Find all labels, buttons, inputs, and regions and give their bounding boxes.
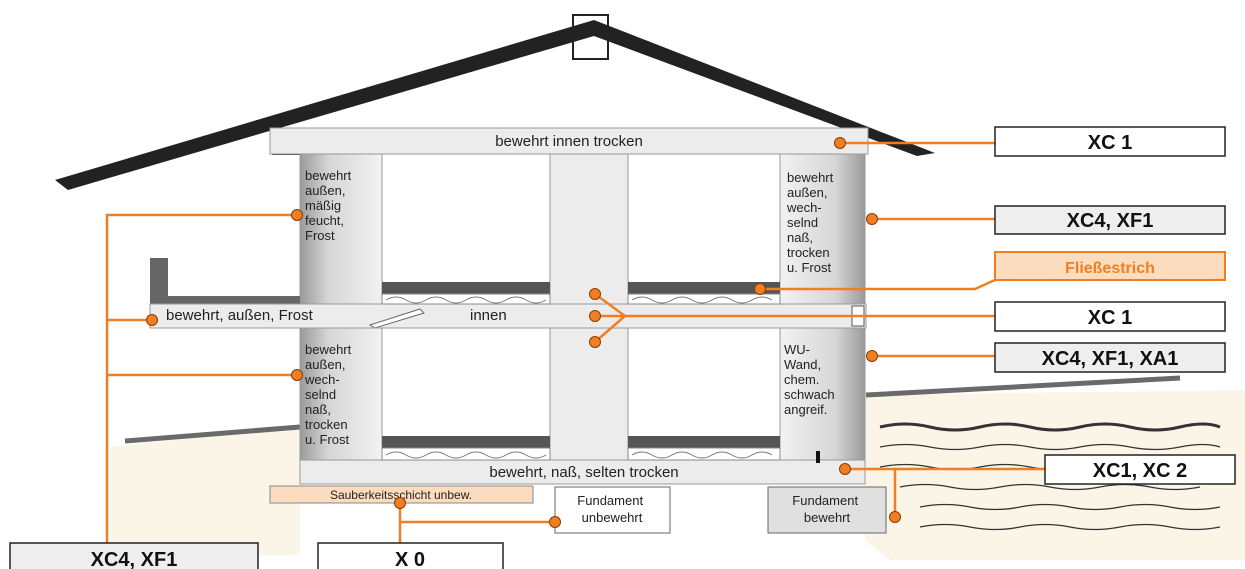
ground-line-left <box>124 424 301 444</box>
lower-left-wall-label: bewehrt außen, wech- selnd naß, trocken … <box>304 342 355 447</box>
callout-interior: XC 1 <box>1088 307 1132 329</box>
upper-left-wall <box>299 153 383 305</box>
balcony-upstand <box>150 258 168 304</box>
callout-unreinforced-box <box>317 542 504 569</box>
foundation-unreinforced <box>554 486 671 534</box>
screed-lower-left <box>381 436 551 461</box>
balcony-slab-label: bewehrt, außen, Frost <box>166 307 314 324</box>
screed-upper-right <box>627 282 781 305</box>
mid-slab-inner-label: innen <box>470 307 507 324</box>
ground-left <box>110 427 300 555</box>
roof-right <box>594 20 935 156</box>
blinding-layer-label: Sauberkeitsschicht unbew. <box>330 488 472 502</box>
callout-exterior-left-box <box>9 542 259 569</box>
groundwater-waves <box>879 422 1221 531</box>
waterstop <box>816 451 820 463</box>
callout-screed: Fließestrich <box>1065 260 1155 277</box>
lower-right-wall <box>779 327 866 461</box>
ground-line-right <box>865 375 1181 398</box>
roof-left <box>55 20 594 190</box>
lower-right-wall-label: WU- Wand, chem. schwach angreif. <box>784 342 838 417</box>
balcony-topping <box>168 296 300 304</box>
leader-lines <box>105 141 1045 545</box>
base-slab-label: bewehrt, naß, selten trocken <box>489 464 678 481</box>
callout-interior-box <box>994 301 1226 332</box>
roof-slab-label: bewehrt innen trocken <box>495 133 643 150</box>
foundation-reinforced <box>767 486 887 534</box>
screed-lower-right <box>627 436 781 461</box>
foundation-reinforced-label: Fundament bewehrt <box>792 493 861 525</box>
callout-base-box <box>1044 454 1236 485</box>
callout-unreinforced: X 0 <box>395 549 425 569</box>
screed-upper-left <box>381 282 551 305</box>
callout-upper-wall-box <box>994 205 1226 235</box>
callout-base: XC1, XC 2 <box>1093 460 1187 482</box>
upper-right-wall-label: bewehrt außen, wech- selnd naß, trocken … <box>786 170 837 275</box>
callout-screed-box <box>994 251 1226 281</box>
callout-roof-box <box>994 126 1226 157</box>
callout-basement-wall-box <box>994 342 1226 373</box>
foundation-unreinforced-label: Fundament unbewehrt <box>577 493 646 525</box>
upper-right-wall <box>779 153 866 305</box>
lower-left-wall <box>299 327 383 461</box>
thermal-break <box>368 308 425 329</box>
upper-left-wall-label: bewehrt außen, mäßig feucht, Frost <box>305 168 355 243</box>
callout-basement-wall: XC4, XF1, XA1 <box>1042 348 1179 370</box>
base-slab <box>299 459 866 485</box>
callout-upper-wall: XC4, XF1 <box>1067 210 1154 232</box>
leader-endpoints <box>146 137 901 528</box>
callout-roof: XC 1 <box>1088 132 1132 154</box>
callout-exterior-left: XC4, XF1 <box>91 549 178 569</box>
